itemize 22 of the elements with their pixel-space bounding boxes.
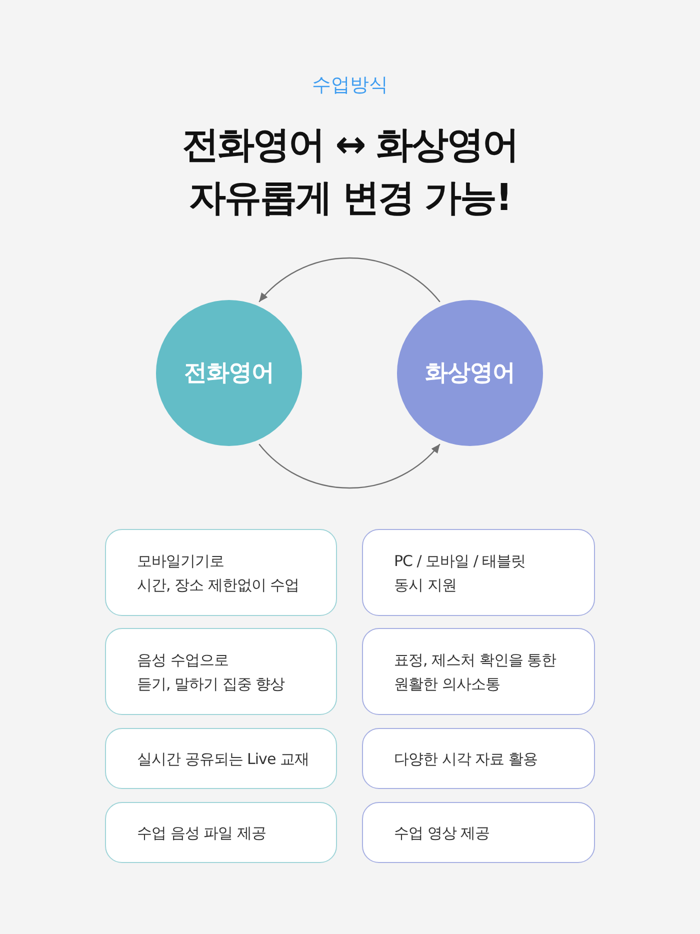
feature-text: 수업 음성 파일 제공 bbox=[137, 822, 266, 844]
feature-text: 표정, 제스처 확인을 통한 원활한 의사소통 bbox=[394, 650, 556, 694]
feature-card bbox=[105, 728, 337, 789]
mode-label: 화상영어 bbox=[425, 359, 515, 388]
curved-arrow bbox=[258, 444, 440, 489]
feature-card bbox=[105, 802, 337, 863]
feature-card bbox=[105, 628, 337, 715]
feature-card bbox=[362, 802, 595, 863]
feature-text: 음성 수업으로 듣기, 말하기 집중 향상 bbox=[137, 650, 285, 694]
feature-text: PC / 모바일 / 태블릿 동시 지원 bbox=[394, 550, 526, 596]
feature-card bbox=[362, 628, 595, 715]
mode-label: 전화영어 bbox=[184, 359, 274, 388]
feature-card bbox=[105, 529, 337, 616]
feature-text: 실시간 공유되는 Live 교재 bbox=[137, 748, 309, 770]
feature-text: 모바일기기로 시간, 장소 제한없이 수업 bbox=[137, 550, 300, 596]
title-heading: 전화영어 ↔ 화상영어 자유롭게 변경 가능! bbox=[180, 122, 520, 221]
feature-card bbox=[362, 728, 595, 789]
curved-arrow bbox=[258, 257, 440, 302]
feature-card bbox=[362, 529, 595, 616]
feature-text: 다양한 시각 자료 활용 bbox=[394, 748, 538, 770]
feature-text: 수업 영상 제공 bbox=[394, 822, 490, 844]
section-label: 수업방식 bbox=[312, 73, 388, 98]
